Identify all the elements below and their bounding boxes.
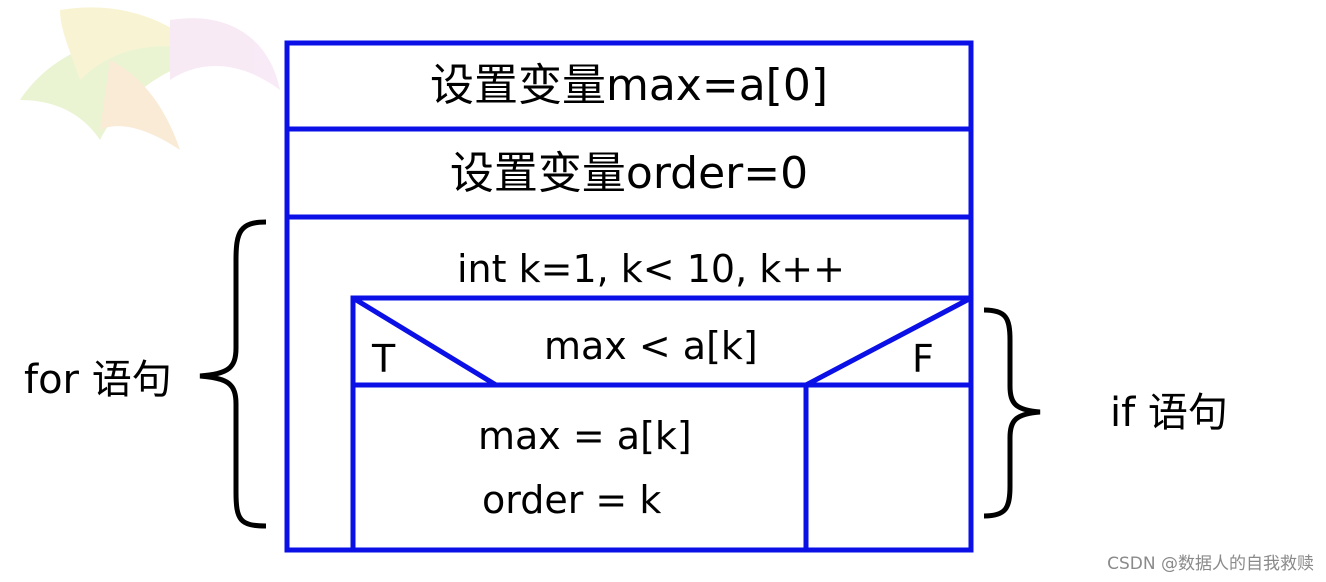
row-set-max: 设置变量max=a[0]: [287, 64, 971, 108]
true-branch-line-2: order = k: [482, 481, 661, 519]
row-set-order: 设置变量order=0: [287, 152, 971, 196]
false-label: F: [912, 340, 934, 378]
background-decoration: [20, 7, 280, 150]
for-brace-icon: [200, 222, 266, 526]
if-statement-label: if 语句: [1110, 393, 1228, 433]
loop-header: int k=1, k< 10, k++: [457, 250, 845, 288]
csdn-watermark: CSDN @数据人的自我救赎: [1107, 549, 1314, 574]
if-condition: max < a[k]: [544, 327, 758, 365]
true-branch-line-1: max = a[k]: [478, 417, 692, 455]
if-brace-icon: [984, 310, 1040, 516]
for-statement-label: for 语句: [24, 360, 172, 400]
true-label: T: [372, 340, 395, 378]
